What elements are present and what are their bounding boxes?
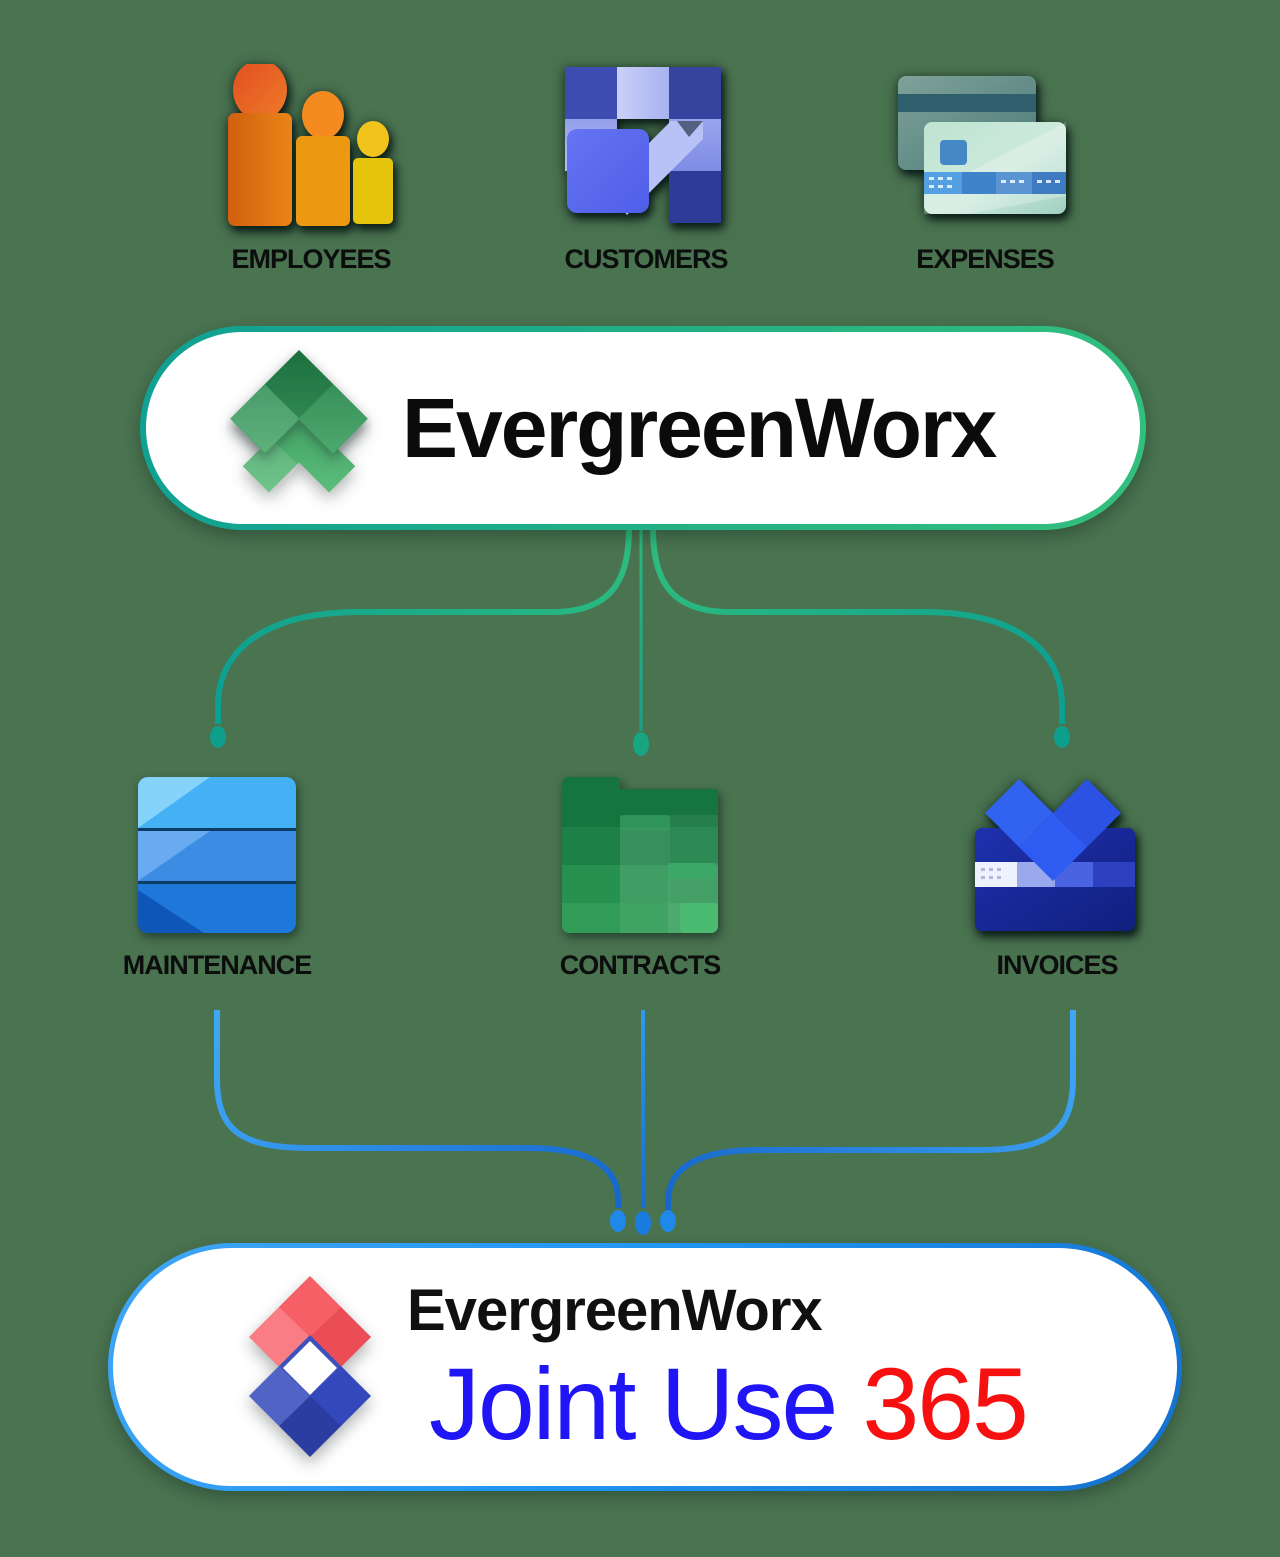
evergreenworx-logo-icon [226, 348, 372, 508]
connector-hub-to-maintenance [215, 526, 632, 724]
hub-node-body: EvergreenWorx [146, 332, 1140, 524]
label-maintenance: MAINTENANCE [122, 950, 313, 980]
product-name-joint-use: Joint Use [429, 1347, 838, 1462]
connector-dot [210, 726, 226, 748]
product-brand: EvergreenWorx [407, 1278, 823, 1344]
connector-dot [660, 1210, 676, 1232]
connector-maintenance-to-product [214, 1010, 621, 1208]
jointuse365-logo-icon [245, 1273, 375, 1461]
expenses-icon [898, 76, 1066, 216]
contracts-icon [562, 777, 718, 933]
label-invoices: INVOICES [996, 950, 1118, 980]
connector-dot [610, 1210, 626, 1232]
product-name-365: 365 [862, 1347, 1029, 1462]
label-expenses: EXPENSES [916, 244, 1055, 274]
label-customers: CUSTOMERS [564, 244, 728, 274]
customers-icon [565, 67, 721, 223]
product-node-body: EvergreenWorx Joint Use 365 [113, 1248, 1177, 1486]
connector-dot [633, 732, 649, 756]
label-employees: EMPLOYEES [231, 244, 391, 274]
hub-title: EvergreenWorx [402, 380, 997, 475]
maintenance-icon [138, 777, 296, 933]
invoices-icon [973, 775, 1137, 933]
connector-dot [1054, 726, 1070, 748]
connector-hub-to-invoices [650, 526, 1065, 724]
product-node: EvergreenWorx Joint Use 365 [108, 1243, 1182, 1491]
product-text-block: EvergreenWorx Joint Use 365 [407, 1277, 1029, 1456]
connector-dot [635, 1211, 651, 1235]
label-contracts: CONTRACTS [559, 950, 722, 980]
employees-icon [226, 64, 394, 232]
connector-invoices-to-product [665, 1010, 1076, 1210]
hub-node: EvergreenWorx [140, 326, 1146, 530]
product-name: Joint Use 365 [429, 1352, 1029, 1456]
